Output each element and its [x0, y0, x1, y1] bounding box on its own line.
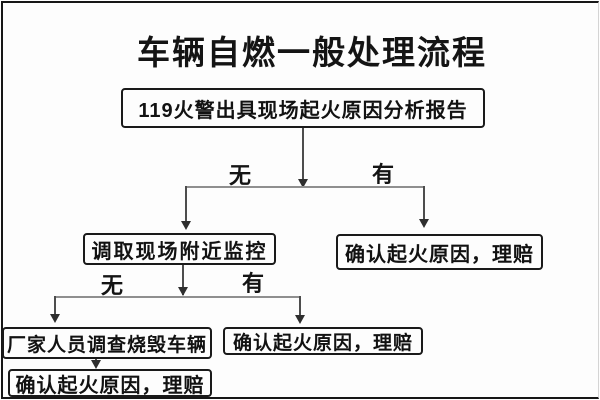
node-factory-investigation: 厂家人员调查烧毁车辆	[2, 327, 212, 359]
connector-branch2-left	[54, 296, 56, 317]
node-claim-bottom-left: 确认起火原因，理赔	[8, 369, 212, 397]
arrowhead-factory-down	[91, 360, 101, 369]
branch2-no-label: 无	[100, 273, 123, 298]
branch1-no-label: 无	[228, 163, 251, 188]
connector-branch2-right	[299, 296, 301, 318]
arrowhead-branch2-left	[50, 314, 60, 323]
node-claim-right-top: 确认起火原因，理赔	[336, 234, 543, 270]
connector-branch1-right	[423, 186, 425, 221]
node-claim-bottom-right: 确认起火原因，理赔	[223, 327, 423, 355]
arrowhead-cctv-down	[178, 287, 188, 296]
connector-cctv-down	[182, 265, 184, 295]
node-cctv: 调取现场附近监控	[83, 233, 276, 265]
arrowhead-branch1-left	[181, 221, 191, 230]
arrowhead-report-down	[298, 179, 308, 188]
branch2-yes-label: 有	[241, 271, 264, 296]
arrowhead-branch2-right	[295, 315, 305, 324]
connector-report-down	[302, 128, 304, 181]
branch1-horizontal-line	[185, 186, 425, 188]
connector-branch1-left	[185, 186, 187, 223]
page-title: 车辆自燃一般处理流程	[137, 34, 487, 71]
node-fire-report: 119火警出具现场起火原因分析报告	[121, 88, 485, 128]
arrowhead-branch1-right	[419, 219, 429, 228]
branch2-horizontal-line	[55, 296, 301, 298]
branch1-yes-label: 有	[371, 162, 394, 187]
